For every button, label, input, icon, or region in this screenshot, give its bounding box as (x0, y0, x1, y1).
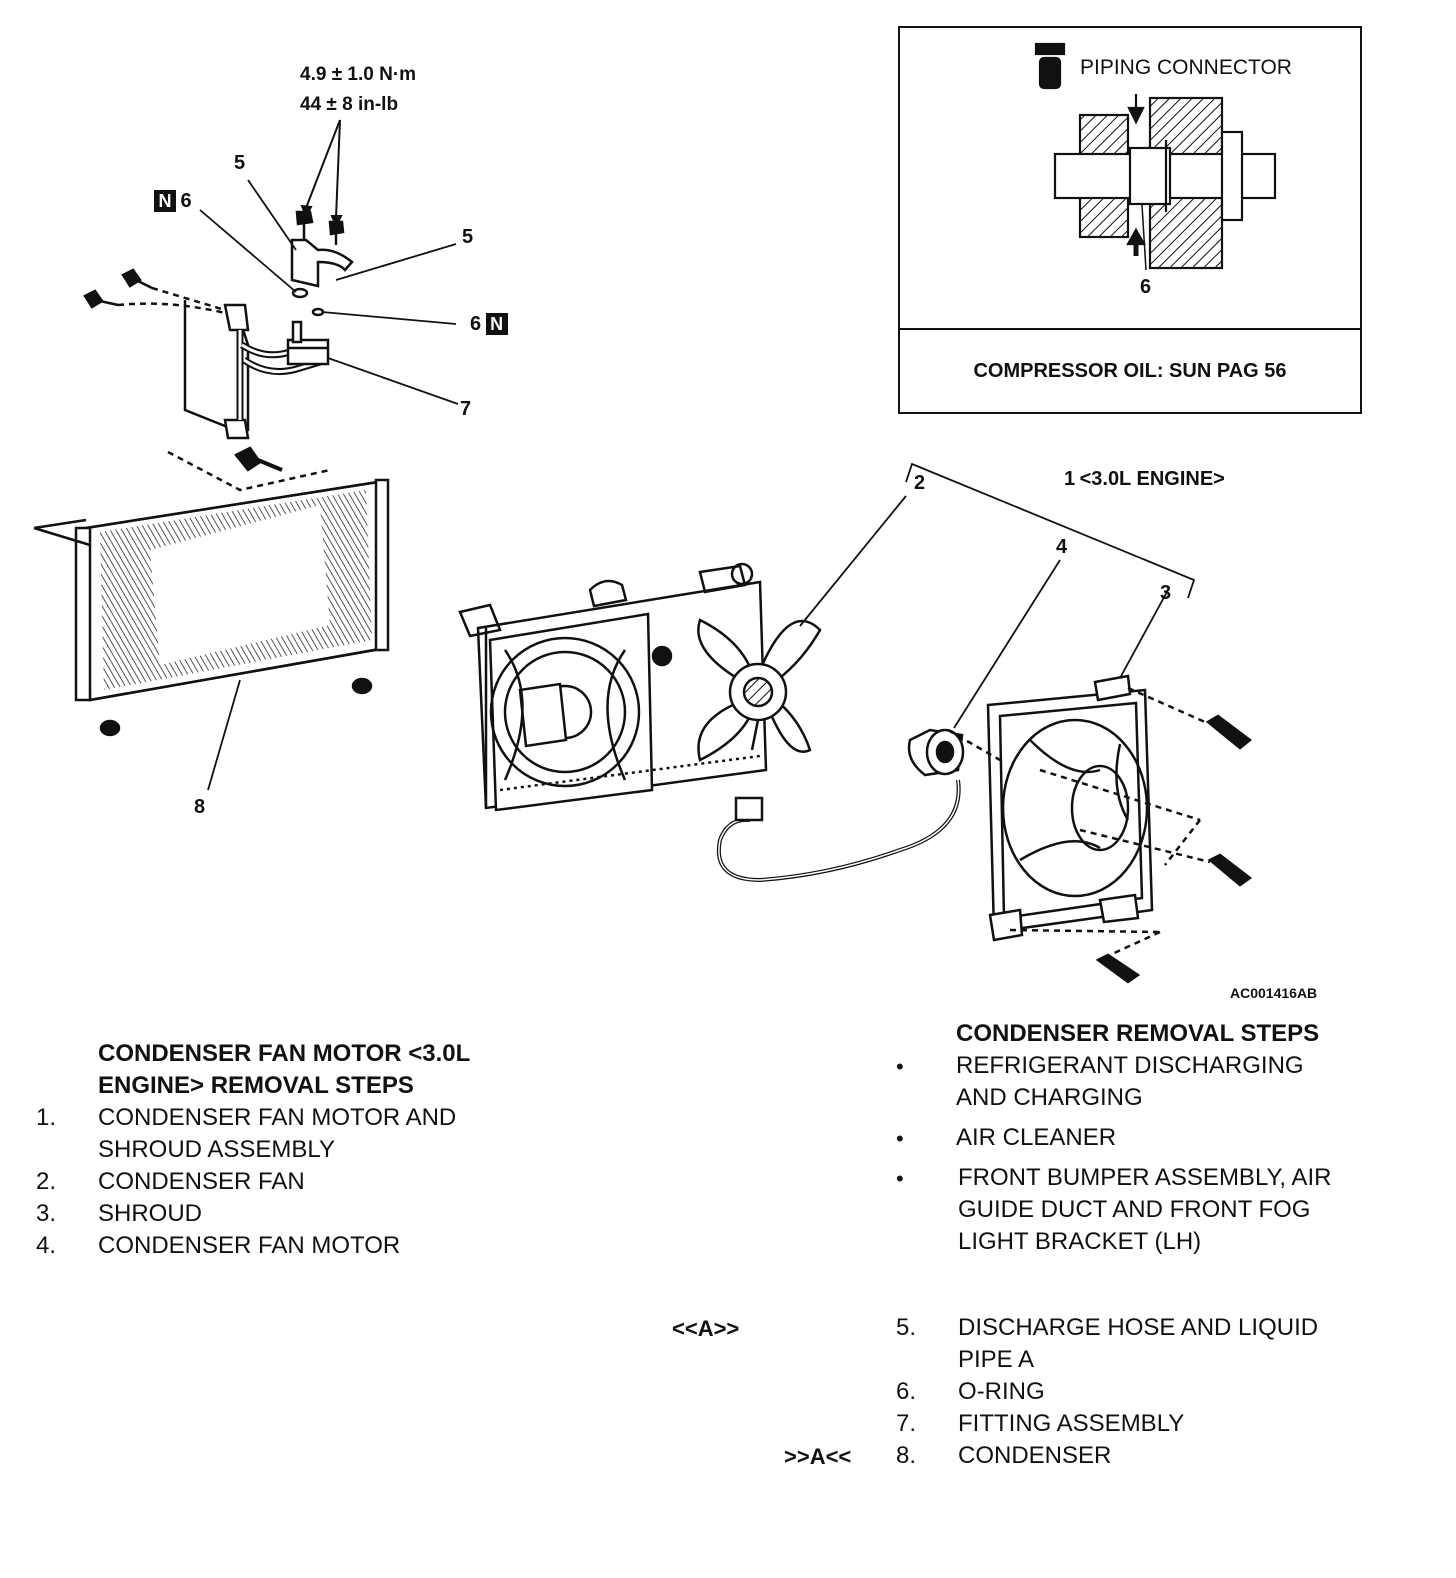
bullet-glyph: • (896, 1166, 904, 1191)
callout-5-upper: 5 (234, 152, 246, 174)
bullet-glyph: • (896, 1126, 904, 1151)
list-item: <<A>> 5. DISCHARGE HOSE AND LIQUID PIPE … (660, 1312, 1400, 1376)
bullet-text: LIGHT BRACKET (LH) (958, 1228, 1202, 1255)
new-part-badge: N (485, 313, 508, 335)
list-item: 4. CONDENSER FAN MOTOR (36, 1230, 596, 1262)
heading-line: ENGINE> REMOVAL STEPS (98, 1072, 414, 1099)
step-text: CONDENSER FAN MOTOR AND (98, 1104, 457, 1131)
torque-leaders (300, 119, 343, 229)
exploded-view-illustration (33, 42, 1277, 984)
callout-3: 3 (1160, 582, 1172, 604)
step-text: CONDENSER FAN MOTOR (98, 1232, 401, 1259)
inset-title: PIPING CONNECTOR (1080, 56, 1292, 79)
callout-6-right-number: 6 (470, 313, 482, 335)
callout-4: 4 (1056, 536, 1068, 558)
piping-connector-section (1034, 42, 1277, 271)
piping-connector-inset: PIPING CONNECTOR 6 COMPRESSOR OIL: SUN P… (898, 26, 1362, 414)
new-part-badge: N (154, 190, 176, 212)
pipe-leaders (199, 179, 459, 405)
step-text: O-RING (958, 1378, 1045, 1405)
bullet-text: AND CHARGING (956, 1084, 1143, 1111)
step-number: 4. (36, 1232, 57, 1259)
torque-imperial: 44 ± 8 in-lb (300, 94, 399, 115)
fan-motor-steps-heading: CONDENSER FAN MOTOR <3.0L ENGINE> REMOVA… (98, 1038, 596, 1102)
inset-callout-6: 6 (1140, 276, 1152, 298)
step-number: 5. (896, 1314, 917, 1341)
callout-6-upper: N 6 (154, 190, 192, 213)
bullet-item: • REFRIGERANT DISCHARGING AND CHARGING (896, 1050, 1396, 1114)
bullet-text: REFRIGERANT DISCHARGING (956, 1052, 1304, 1079)
step-text: SHROUD ASSEMBLY (98, 1136, 335, 1163)
list-item: 7. FITTING ASSEMBLY (660, 1408, 1400, 1440)
torque-spec: 4.9 ± 1.0 N·m 44 ± 8 in-lb (300, 60, 416, 120)
step-number: 6. (896, 1378, 917, 1405)
step-text: PIPE A (958, 1346, 1035, 1373)
figure-code: AC001416AB (1230, 985, 1318, 1001)
condenser-fan (697, 495, 907, 762)
inset-divider (900, 328, 1360, 330)
fan-shroud (947, 589, 1253, 984)
callout-7: 7 (460, 398, 472, 420)
radiator-assembly (458, 562, 768, 812)
bullet-text: AIR CLEANER (956, 1124, 1117, 1151)
condenser (33, 446, 390, 791)
torque-metric: 4.9 ± 1.0 N·m (300, 64, 417, 85)
callout-6-right: 6 N (470, 313, 508, 336)
step-text: FITTING ASSEMBLY (958, 1410, 1185, 1437)
group-bracket (905, 462, 1196, 599)
step-number: 3. (36, 1200, 57, 1227)
condenser-removal-steps: <<A>> 5. DISCHARGE HOSE AND LIQUID PIPE … (660, 1312, 1400, 1472)
callout-8: 8 (194, 796, 206, 818)
list-item: 6. O-RING (660, 1376, 1400, 1408)
list-item: >>A<< 8. CONDENSER (660, 1440, 1400, 1472)
fan-motor (716, 559, 1061, 883)
prerequisite-bullets: • REFRIGERANT DISCHARGING AND CHARGING •… (896, 1050, 1396, 1258)
step-number: 1. (36, 1104, 57, 1131)
bullet-text: FRONT BUMPER ASSEMBLY, AIR (958, 1164, 1332, 1191)
condenser-steps-heading: CONDENSER REMOVAL STEPS (956, 1020, 1320, 1047)
reference-mark: <<A>> (672, 1316, 740, 1341)
engine-label: <3.0L ENGINE> (1079, 468, 1225, 490)
step-text: CONDENSER FAN (98, 1168, 305, 1195)
step-text: CONDENSER (958, 1442, 1112, 1469)
callout-1: 1 (1064, 468, 1076, 490)
step-text: SHROUD (98, 1200, 203, 1227)
list-item: 3. SHROUD (36, 1198, 596, 1230)
callout-6-upper-number: 6 (180, 190, 192, 212)
bullet-glyph: • (896, 1054, 904, 1079)
list-item: 1. CONDENSER FAN MOTOR AND SHROUD ASSEMB… (36, 1102, 596, 1166)
bullet-text: GUIDE DUCT AND FRONT FOG (958, 1196, 1311, 1223)
bullet-item: • FRONT BUMPER ASSEMBLY, AIR GUIDE DUCT … (896, 1162, 1396, 1258)
step-number: 8. (896, 1442, 917, 1469)
callout-2: 2 (914, 472, 926, 494)
step-number: 7. (896, 1410, 917, 1437)
bullet-item: • AIR CLEANER (896, 1122, 1396, 1154)
compressor-oil-note: COMPRESSOR OIL: SUN PAG 56 (973, 360, 1287, 382)
pipe-assembly (83, 210, 354, 440)
fan-motor-removal-steps: CONDENSER FAN MOTOR <3.0L ENGINE> REMOVA… (36, 1038, 596, 1262)
callout-5-right: 5 (462, 226, 474, 248)
callout-1-engine: 1 <3.0L ENGINE> (1064, 468, 1225, 491)
step-number: 2. (36, 1168, 57, 1195)
list-item: 2. CONDENSER FAN (36, 1166, 596, 1198)
reference-mark: >>A<< (784, 1444, 852, 1469)
heading-line: CONDENSER FAN MOTOR <3.0L (98, 1040, 471, 1067)
step-text: DISCHARGE HOSE AND LIQUID (958, 1314, 1319, 1341)
